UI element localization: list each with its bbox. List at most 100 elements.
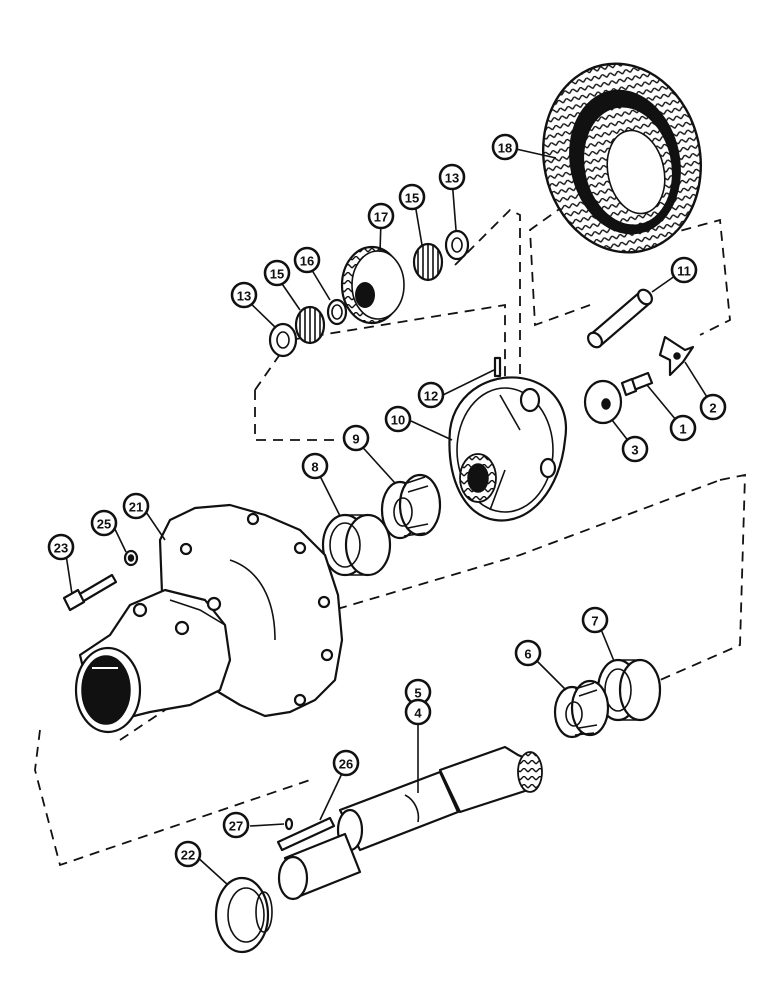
callout-number: 16 [300, 254, 314, 269]
ring-gear [541, 62, 703, 254]
callout-number: 8 [311, 460, 318, 475]
callout-number: 9 [352, 432, 359, 447]
callout-26: 26 [332, 749, 360, 777]
callout-number: 17 [374, 210, 388, 225]
lock-plate [658, 335, 695, 377]
callout-27: 27 [222, 811, 250, 839]
callout-circle [670, 256, 698, 284]
callout-circle [417, 381, 445, 409]
callout-number: 21 [129, 500, 143, 515]
callout-number: 10 [391, 413, 405, 428]
callout-number: 6 [524, 647, 531, 662]
lock-washer [123, 549, 139, 567]
callout-5: 5 [404, 678, 432, 706]
callout-circle [47, 533, 75, 561]
callout-circle [404, 698, 432, 726]
leader-lines [64, 148, 713, 886]
callout-circle [398, 183, 426, 211]
spacer-ring [326, 298, 348, 326]
callout-circle [230, 281, 258, 309]
callout-circle [669, 414, 697, 442]
bearing-cup [321, 513, 392, 577]
small-pin [284, 817, 294, 831]
tapered-roller-bearing [380, 473, 442, 540]
callout-3: 3 [621, 435, 649, 463]
axle-housing [74, 503, 344, 734]
callout-22: 22 [174, 840, 202, 868]
callout-circle [384, 405, 412, 433]
axle-shaft [277, 745, 543, 901]
callout-circle [491, 133, 519, 161]
thrust-washer-lower [268, 322, 298, 358]
callout-number: 4 [414, 706, 422, 721]
callout-circle [301, 452, 329, 480]
callout-4: 4 [404, 698, 432, 726]
thrust-washer-upper [444, 229, 470, 261]
callout-circle [222, 811, 250, 839]
callout-number: 15 [270, 267, 284, 282]
callout-17: 17 [367, 202, 395, 230]
callout-10: 10 [384, 405, 412, 433]
callout-number: 13 [445, 171, 459, 186]
housing-bolt [62, 573, 118, 612]
callout-circle [621, 435, 649, 463]
roll-pin [493, 356, 502, 378]
callout-number: 7 [591, 614, 598, 629]
callout-number: 18 [498, 141, 512, 156]
oil-seal [214, 876, 273, 954]
callout-circle [699, 393, 727, 421]
callout-number: 13 [237, 289, 251, 304]
callout-13: 13 [230, 281, 258, 309]
callout-15: 15 [398, 183, 426, 211]
callout-number: 1 [679, 422, 686, 437]
callout-group: 1817151315161311121098312212523765426272… [47, 133, 727, 868]
planet-pin [587, 288, 653, 349]
retainer-disc [583, 379, 623, 425]
callout-21: 21 [122, 492, 150, 520]
callout-number: 23 [54, 541, 68, 556]
callout-13: 13 [438, 163, 466, 191]
outer-roller-bearing [553, 679, 610, 739]
planet-gear [340, 245, 405, 325]
callout-number: 22 [181, 848, 195, 863]
callout-number: 12 [424, 389, 438, 404]
callout-circle [90, 509, 118, 537]
callout-18: 18 [491, 133, 519, 161]
callout-circle [438, 163, 466, 191]
callout-6: 6 [514, 639, 542, 667]
callout-circle [122, 492, 150, 520]
callout-number: 25 [97, 517, 111, 532]
callout-number: 15 [405, 191, 419, 206]
callout-circle [581, 606, 609, 634]
callout-11: 11 [670, 256, 698, 284]
callout-circle [514, 639, 542, 667]
needle-bearing-upper [412, 242, 444, 282]
callout-circle [332, 749, 360, 777]
callout-circle [263, 259, 291, 287]
callout-number: 2 [709, 401, 716, 416]
callout-8: 8 [301, 452, 329, 480]
callout-15: 15 [263, 259, 291, 287]
callout-number: 5 [414, 686, 421, 701]
planet-carrier [448, 376, 568, 522]
callout-1: 1 [669, 414, 697, 442]
needle-bearing-lower [294, 305, 326, 345]
callout-2: 2 [699, 393, 727, 421]
callout-7: 7 [581, 606, 609, 634]
callout-number: 26 [339, 757, 353, 772]
callout-circle [342, 424, 370, 452]
cap-screw [620, 371, 654, 397]
callout-circle [174, 840, 202, 868]
callout-12: 12 [417, 381, 445, 409]
callout-number: 11 [677, 264, 691, 279]
callout-number: 3 [631, 443, 638, 458]
callout-9: 9 [342, 424, 370, 452]
callout-23: 23 [47, 533, 75, 561]
callout-16: 16 [293, 246, 321, 274]
shaft-key [276, 816, 336, 852]
callout-circle [367, 202, 395, 230]
callout-number: 27 [229, 819, 243, 834]
callout-25: 25 [90, 509, 118, 537]
callout-circle [293, 246, 321, 274]
